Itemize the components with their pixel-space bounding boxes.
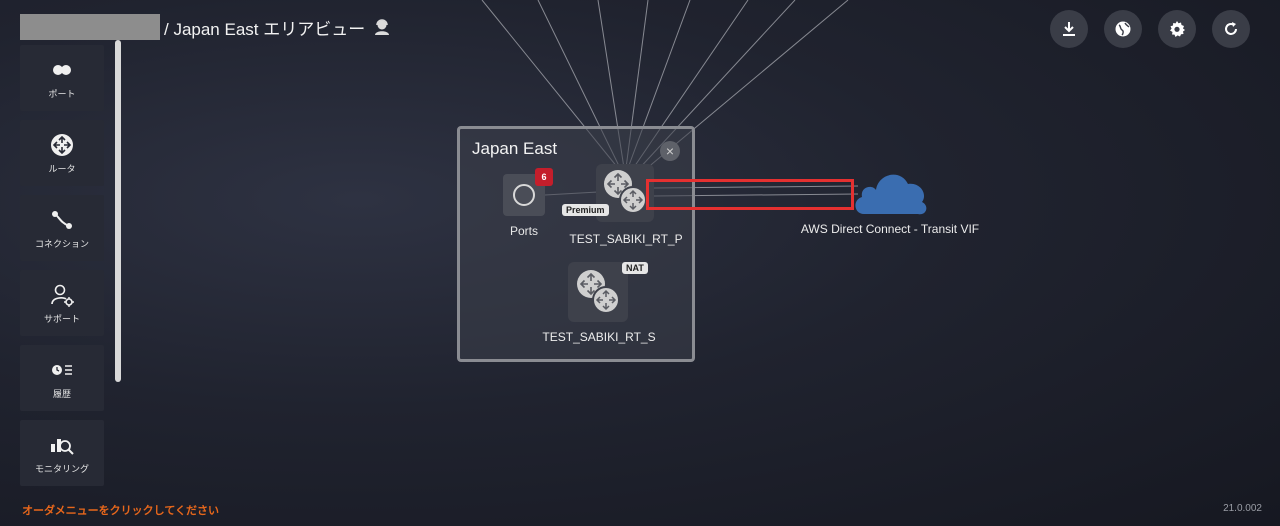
cloud-icon[interactable] xyxy=(852,162,930,218)
cloud-connection-label: AWS Direct Connect - Transit VIF xyxy=(800,222,980,236)
top-actions xyxy=(1050,10,1250,48)
history-icon xyxy=(52,364,72,375)
close-icon: × xyxy=(665,143,675,159)
port-icon xyxy=(53,64,71,75)
sidebar-item-monitoring[interactable]: モニタリング xyxy=(20,420,104,486)
sidebar-item-router[interactable]: ルータ xyxy=(20,120,104,186)
sidebar-item-label: コネクション xyxy=(34,238,89,249)
router-icon xyxy=(604,170,647,214)
globe-icon xyxy=(1115,21,1131,37)
support-settings-icon xyxy=(51,284,74,307)
sidebar-item-port[interactable]: ポート xyxy=(20,45,104,111)
sidebar: ポート ルータ コネクション サポート 履歴 xyxy=(20,45,104,495)
router-icon xyxy=(51,133,73,156)
ports-label: Ports xyxy=(509,224,538,238)
sidebar-item-label: サポート xyxy=(43,313,80,324)
connection-icon xyxy=(52,210,72,229)
refresh-icon xyxy=(1225,22,1237,35)
router-s-label: TEST_SABIKI_RT_S xyxy=(542,330,656,344)
router-node-nat[interactable] xyxy=(568,262,628,322)
sidebar-item-support[interactable]: サポート xyxy=(20,270,104,336)
sidebar-item-connection[interactable]: コネクション xyxy=(20,195,104,261)
area-title: Japan East xyxy=(472,139,558,158)
refresh-button[interactable] xyxy=(1212,10,1250,48)
globe-button[interactable] xyxy=(1104,10,1142,48)
sidebar-item-history[interactable]: 履歴 xyxy=(20,345,104,411)
connection-highlight-box xyxy=(646,179,854,210)
ports-icon xyxy=(513,184,535,206)
support-agent-icon[interactable] xyxy=(373,18,391,36)
router-p-label: TEST_SABIKI_RT_P xyxy=(569,232,683,246)
router-icon xyxy=(577,270,620,314)
settings-button[interactable] xyxy=(1158,10,1196,48)
download-button[interactable] xyxy=(1050,10,1088,48)
download-icon xyxy=(1063,22,1075,36)
area-panel-japan-east[interactable]: Japan East × xyxy=(457,126,695,362)
sidebar-item-label: モニタリング xyxy=(34,463,89,474)
ports-count-badge: 6 xyxy=(535,168,553,186)
router-node-premium[interactable] xyxy=(596,164,654,222)
page-title: / Japan East エリアビュー xyxy=(164,19,366,39)
tenant-name-redacted xyxy=(20,14,160,40)
premium-badge: Premium xyxy=(562,204,609,216)
version-label: 21.0.002 xyxy=(1223,503,1262,514)
sidebar-scrollbar[interactable] xyxy=(115,40,121,382)
close-area-button[interactable]: × xyxy=(660,141,680,161)
gear-icon xyxy=(1170,21,1185,37)
sidebar-item-label: ルータ xyxy=(48,163,76,174)
monitoring-icon xyxy=(51,438,74,455)
footer-hint: オーダメニューをクリックしてください xyxy=(22,505,220,517)
sidebar-item-label: ポート xyxy=(48,88,76,99)
breadcrumb: / Japan East エリアビュー xyxy=(20,14,391,40)
nat-badge: NAT xyxy=(622,262,648,274)
sidebar-item-label: 履歴 xyxy=(52,388,71,399)
